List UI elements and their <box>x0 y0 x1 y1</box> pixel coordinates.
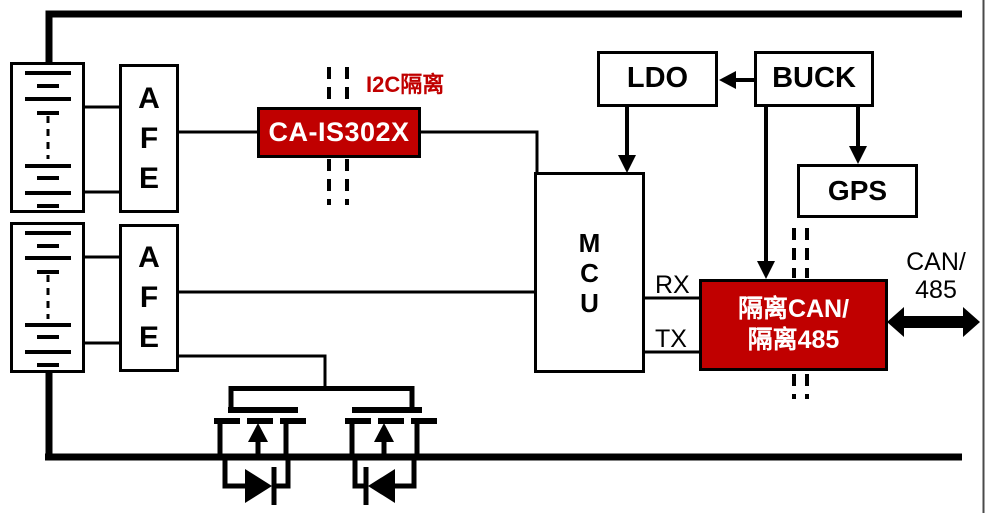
battery-cell-stack-2-icon <box>10 222 85 373</box>
can-bus-label: CAN/ 485 <box>906 248 966 304</box>
gps-label: GPS <box>827 174 888 206</box>
afe-top-label: A F E <box>138 81 160 195</box>
arrow-ldo-mcu <box>618 107 636 173</box>
can-isolator-label: 隔离CAN/ 隔离485 <box>737 295 850 354</box>
i2c-isolator-label: CA-IS302X <box>268 116 410 147</box>
ldo-label: LDO <box>626 62 689 95</box>
bottom-power-rail <box>45 373 962 461</box>
afe-block-bottom: A F E <box>119 224 179 372</box>
body-diode-right-icon <box>352 457 417 505</box>
ldo-block: LDO <box>597 51 718 107</box>
isolation-barrier-can-icon <box>792 228 809 399</box>
arrow-buck-ldo <box>719 71 755 89</box>
i2c-isolator-block: CA-IS302X <box>257 107 421 158</box>
mosfet-gate-bus <box>228 386 415 407</box>
wire-isolator-mcu <box>420 130 539 173</box>
gps-block: GPS <box>797 164 918 218</box>
battery-cell-stack-1-icon <box>10 62 85 213</box>
arrow-buck-can-isolator <box>757 107 775 279</box>
body-diode-left-icon <box>222 457 291 505</box>
mosfet-right-icon <box>345 407 437 457</box>
mcu-block: M C U <box>534 172 645 373</box>
afe-bottom-label: A F E <box>138 241 160 354</box>
isolation-barrier-i2c-icon <box>327 67 349 205</box>
wire-afe2-mosfet-gate <box>178 354 327 388</box>
mosfet-left-icon <box>214 407 306 457</box>
can-bus-double-arrow-icon <box>887 307 980 337</box>
rx-pin-label: RX <box>655 271 690 299</box>
tx-pin-label: TX <box>655 325 687 353</box>
buck-label: BUCK <box>772 62 856 95</box>
buck-block: BUCK <box>754 51 874 107</box>
top-power-rail <box>45 10 962 62</box>
mcu-label: M C U <box>578 227 601 318</box>
can-isolator-block: 隔离CAN/ 隔离485 <box>699 279 888 371</box>
afe-block-top: A F E <box>119 64 179 213</box>
battery-afe-tap-wires <box>84 105 120 345</box>
i2c-isolation-annotation: I2C隔离 <box>366 72 445 97</box>
arrow-buck-gps <box>849 107 867 164</box>
